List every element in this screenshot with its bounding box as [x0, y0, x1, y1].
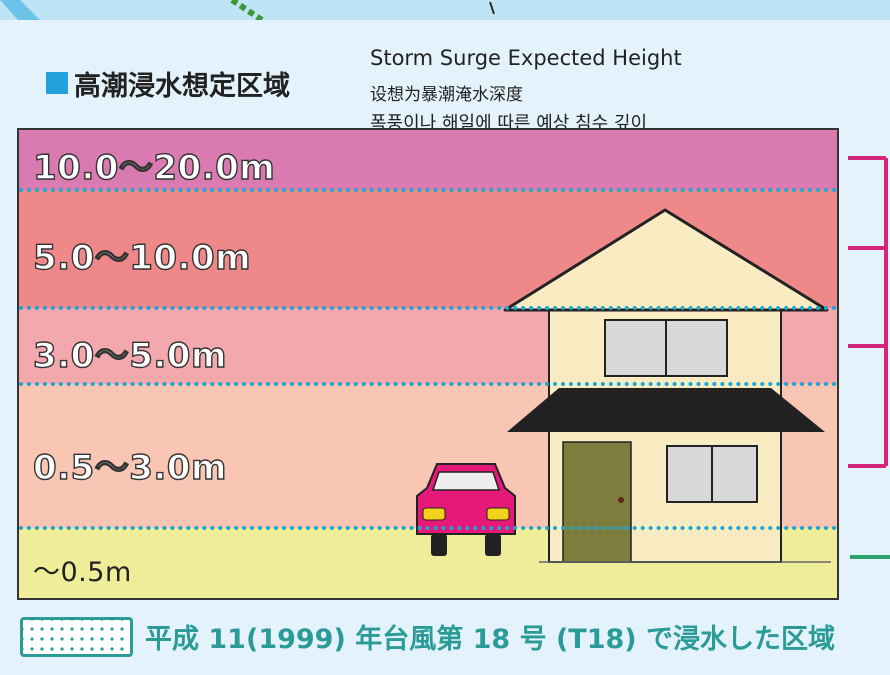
house-and-car-illustration	[416, 208, 831, 563]
inundation-legend-text: 平成 11(1999) 年台風第 18 号 (T18) で浸水した区域	[145, 624, 836, 655]
depth-boundary-line	[19, 526, 837, 530]
dotted-area-swatch	[20, 617, 133, 657]
depth-range-bracket	[848, 156, 890, 559]
house-icon	[503, 208, 831, 563]
car-icon	[416, 463, 516, 556]
band-label-10-20m: 10.0～20.0m	[32, 147, 276, 188]
band-label-5-10m: 5.0～10.0m	[32, 237, 252, 278]
depth-boundary-line	[19, 188, 837, 192]
map-fragment-graphic	[0, 0, 495, 20]
title-square-icon	[46, 72, 68, 94]
band-label-3-5m: 3.0～5.0m	[32, 335, 227, 376]
band-label-0.5-3m: 0.5～3.0m	[32, 447, 227, 488]
depth-band-10-20m: 10.0～20.0m	[19, 130, 837, 190]
map-edge-strip	[0, 0, 890, 20]
legend-title-english: Storm Surge Expected Height	[370, 46, 682, 70]
legend-header: 高潮浸水想定区域 Storm Surge Expected Height 设想为…	[0, 20, 890, 134]
legend-title-japanese: 高潮浸水想定区域	[74, 71, 290, 102]
flood-depth-diagram: 10.0～20.0m 5.0～10.0m 3.0～5.0m 0.5～3.0m ～…	[17, 128, 839, 600]
legend-title-chinese: 设想为暴潮淹水深度	[370, 85, 523, 105]
depth-boundary-line	[19, 382, 837, 386]
band-label-under-0.5m: ～0.5m	[33, 557, 132, 588]
inundation-legend: 平成 11(1999) 年台風第 18 号 (T18) で浸水した区域	[0, 600, 890, 675]
depth-boundary-line	[19, 306, 837, 310]
